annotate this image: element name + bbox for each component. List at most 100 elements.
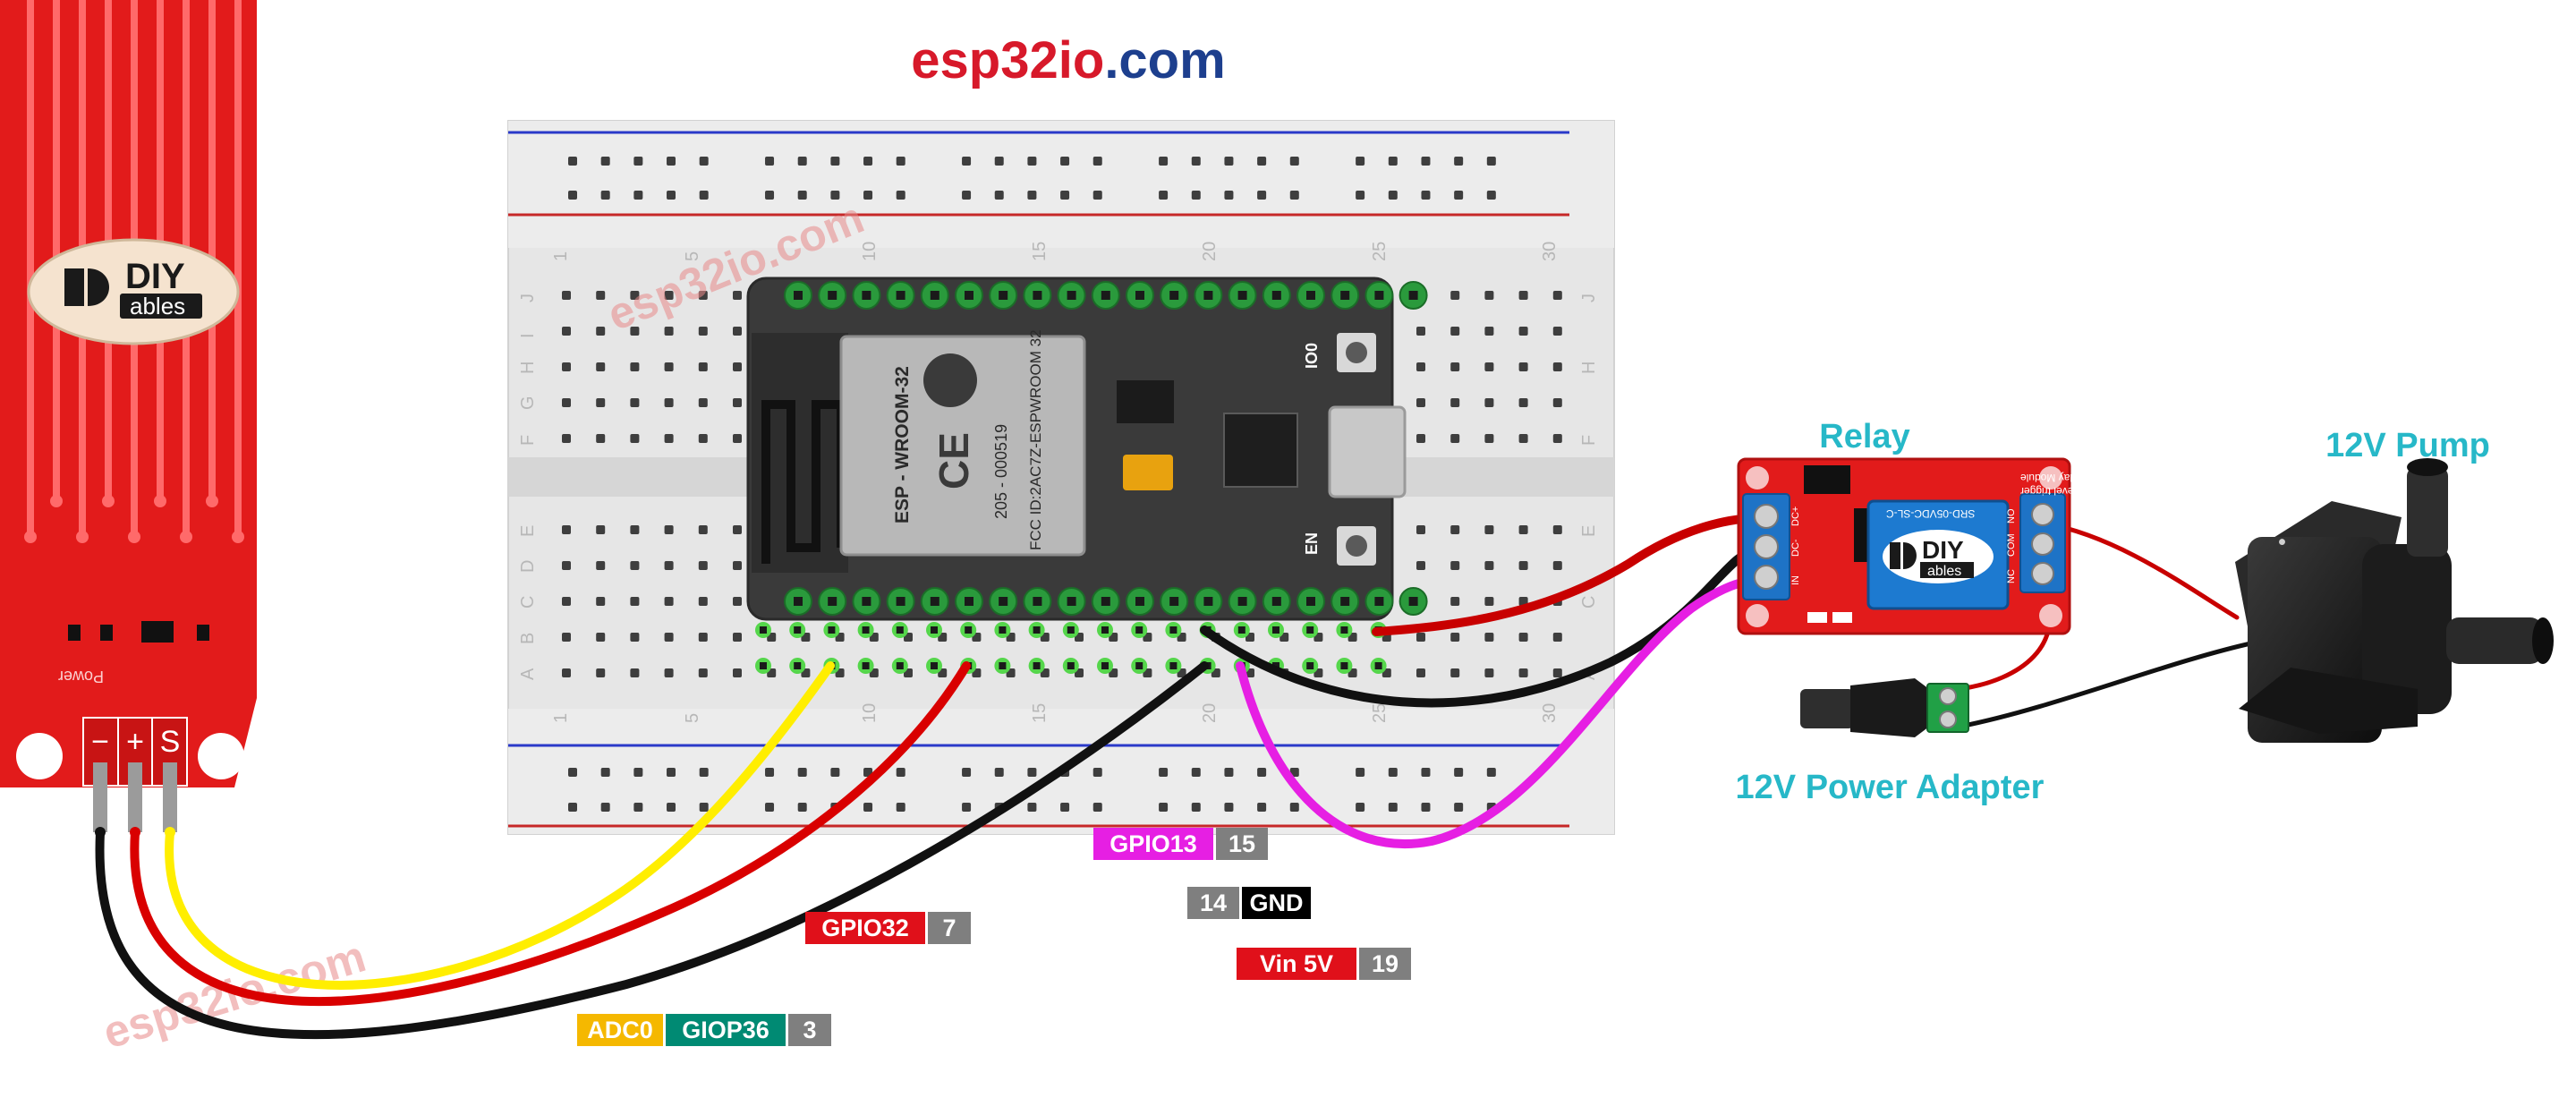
esp32-pin-hole	[1237, 291, 1247, 300]
pin-tag-gpio32-bg	[805, 912, 925, 944]
esp32-pin-hole	[1340, 597, 1350, 606]
breadboard-hole	[664, 434, 674, 443]
rail-hole	[863, 157, 873, 166]
sensor-trace-end	[102, 495, 115, 507]
esp32-pin-hole	[1408, 597, 1418, 606]
col-number: 20	[1200, 242, 1220, 261]
breadboard-hole	[1450, 597, 1460, 606]
site-title-part-com: .com	[1104, 31, 1225, 89]
rail-hole	[1159, 803, 1169, 812]
esp32-pin-hole	[1374, 291, 1384, 300]
breadboard-hole	[1518, 362, 1528, 371]
esp32-fcc-text: FCC ID:2AC7Z-ESPWROOM 32	[1027, 329, 1044, 550]
breadboard-hole	[562, 398, 571, 407]
rail-hole	[962, 803, 972, 812]
sensor-brand-bottom: ables	[130, 293, 185, 319]
rail-hole	[1454, 157, 1464, 166]
rail-hole	[1388, 768, 1398, 777]
rail-hole	[1289, 768, 1299, 777]
connected-hole-center	[1272, 626, 1279, 634]
relay-pin-in: IN	[1790, 575, 1801, 585]
sensor-pin-minus: −	[91, 725, 109, 759]
breadboard-hole	[596, 398, 606, 407]
col-number: 15	[1030, 703, 1050, 723]
wire-sensor-signal	[165, 661, 835, 990]
site-title-part-io: io	[1058, 31, 1105, 89]
pin-tag-adc-text: ADC0	[587, 1017, 653, 1043]
row-letter: H	[518, 362, 538, 374]
breadboard-hole	[664, 362, 674, 371]
connected-hole-center	[1169, 626, 1177, 634]
rail-hole	[797, 803, 807, 812]
breadboard-hole	[698, 668, 708, 677]
breadboard-hole	[1416, 398, 1425, 407]
rail-hole	[1388, 191, 1398, 200]
esp32-pin-hole	[862, 597, 871, 606]
rail-hole	[1191, 803, 1201, 812]
row-letter: E	[1579, 525, 1599, 537]
connected-hole-center	[999, 662, 1007, 669]
rail-hole	[633, 157, 643, 166]
connected-hole-center	[1169, 662, 1177, 669]
rail-hole	[699, 191, 709, 200]
breadboard-hole	[698, 398, 708, 407]
sensor-trace-end	[128, 531, 140, 543]
rail-hole	[896, 157, 905, 166]
connected-hole-center	[760, 662, 767, 669]
breadboard: 1 5 10 15 20 25 30 1 5 10 15 20 25 30 J …	[507, 120, 1615, 835]
io0-label: IO0	[1303, 343, 1321, 369]
sensor-trace-end	[50, 495, 63, 507]
connected-hole-center	[1306, 626, 1314, 634]
breadboard-hole	[1416, 633, 1425, 642]
col-number: 25	[1370, 703, 1390, 723]
breadboard-hole	[1552, 525, 1562, 534]
breadboard-hole	[630, 633, 640, 642]
connected-hole-center	[931, 626, 938, 634]
rail-hole	[1454, 803, 1464, 812]
esp32-pin-hole	[896, 597, 905, 606]
breadboard-hole	[1484, 525, 1494, 534]
relay-module: DIY ables SRD-05VDC-SL-C 1 Relay Module …	[1737, 457, 2118, 635]
rail-hole	[1027, 768, 1037, 777]
col-number: 10	[860, 242, 880, 261]
pin-tag-gpio32-bg	[928, 912, 971, 944]
connected-hole-center	[1340, 662, 1348, 669]
wire-pump-positive	[2043, 521, 2240, 620]
relay-model: SRD-05VDC-SL-C	[1886, 507, 1976, 520]
breadboard-hole	[664, 561, 674, 570]
esp32-pin-hole	[1203, 291, 1213, 300]
rail-hole	[1092, 803, 1102, 812]
rail-hole	[896, 803, 905, 812]
breadboard-hole	[562, 597, 571, 606]
pin-tag-vin-bg	[1237, 948, 1356, 980]
rail-hole	[765, 768, 775, 777]
breadboard-hole	[1484, 597, 1494, 606]
breadboard-hole	[1518, 633, 1528, 642]
breadboard-hole	[562, 561, 571, 570]
esp32-pin-hole	[896, 291, 905, 300]
connected-hole-center	[794, 662, 802, 669]
rail-hole	[1257, 191, 1267, 200]
connected-hole-center	[1135, 626, 1143, 634]
pin-tag-gnd-text: GND	[1250, 889, 1304, 916]
breadboard-hole	[698, 291, 708, 300]
sensor-power-label: Power	[58, 668, 104, 685]
breadboard-hole	[562, 668, 571, 677]
col-number: 30	[1540, 242, 1560, 261]
rail-hole	[765, 191, 775, 200]
rail-hole	[600, 157, 610, 166]
row-letter: C	[1579, 596, 1599, 609]
rail-hole	[962, 157, 972, 166]
connected-hole-center	[1067, 626, 1075, 634]
sensor-trace-end	[232, 531, 244, 543]
pin-tag-gpio13-bg	[1093, 828, 1213, 860]
pin-tag-gnd-text: 14	[1200, 889, 1227, 916]
col-number: 1	[551, 251, 571, 261]
rail-hole	[1421, 803, 1431, 812]
rail-hole	[1486, 191, 1496, 200]
breadboard-hole	[698, 597, 708, 606]
wire-sensor-power	[130, 661, 971, 1007]
row-letter: J	[518, 294, 538, 302]
sensor-mount-hole-right	[198, 733, 244, 779]
row-letter: A	[518, 668, 538, 680]
